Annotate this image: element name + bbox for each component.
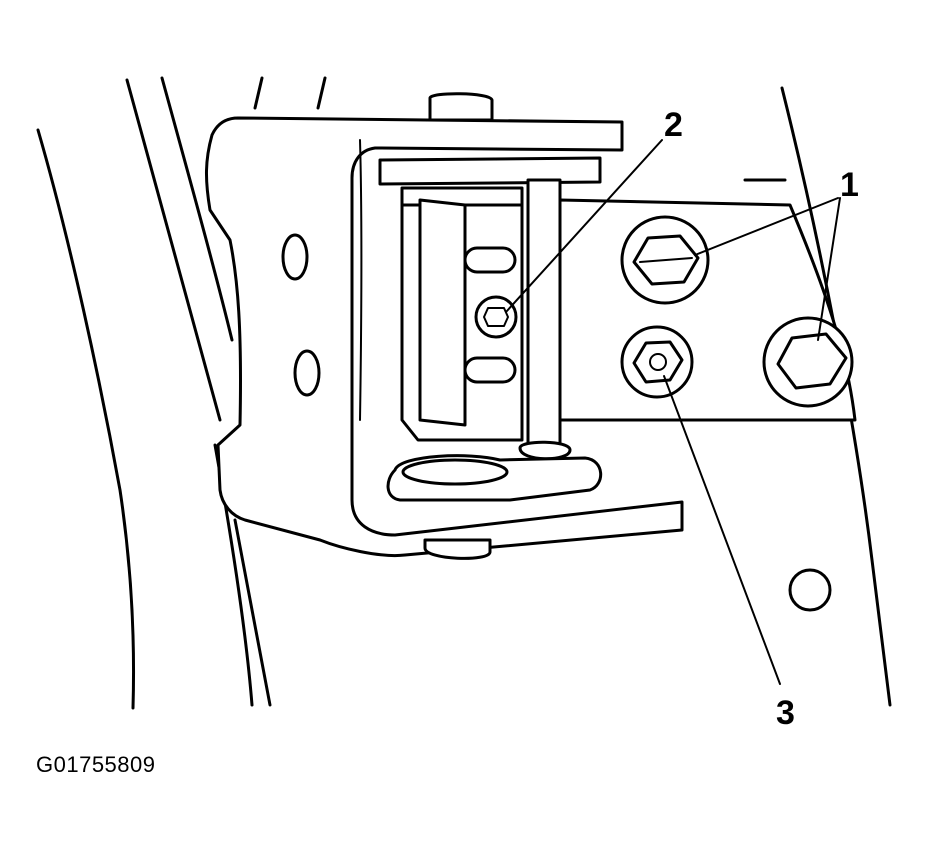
door-panel-lines [743,86,892,707]
bracket-slot-upper [281,233,309,281]
figure-code: G01755809 [36,752,156,777]
detent-roller [401,458,509,486]
leader-line-1b [817,197,841,341]
hinge-slot-lower [463,356,517,384]
leader-line-2 [505,139,663,313]
body-hinge-bracket [204,116,684,558]
callout-label-1: 1 [840,166,859,204]
leader-line-1a [694,197,839,256]
hinge-bolt-right [762,316,854,408]
hinge-nut [620,325,694,399]
torx-screw [474,295,518,339]
door-access-hole [788,568,832,612]
bracket-slot-lower [293,349,321,397]
callout-leaders [505,139,841,685]
hinge-bolt-upper [620,215,710,305]
callout-label-2: 2 [664,106,683,144]
hinge-knuckle [378,92,603,560]
leader-line-3 [663,375,781,685]
hinge-slot-upper [463,246,517,274]
callout-label-3: 3 [776,694,795,732]
